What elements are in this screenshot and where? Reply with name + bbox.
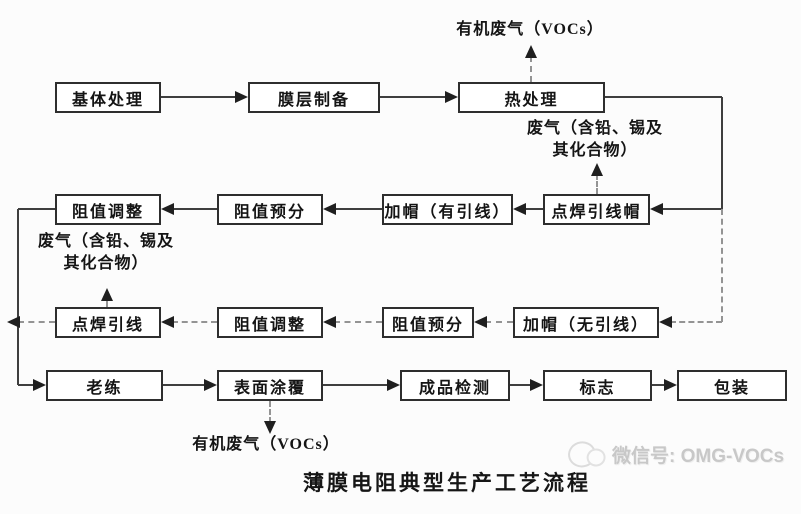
edge-film-to-heat-line: [380, 96, 447, 98]
node-capping-without-leads: 加帽（无引线）: [513, 307, 659, 338]
edge-spot-weld-cap-to-capping-line: [524, 208, 543, 210]
edge-heat-to-voc-top-line: [530, 56, 532, 82]
annotation-voc-exhaust-top: 有机废气（VOCs）: [456, 19, 603, 41]
edge-spot-weld-leads-merge-left-line: [18, 321, 55, 323]
edge-capping-to-presorting-leaded-arrowhead: [323, 203, 336, 215]
node-resistance-adjustment-leaded: 阻值调整: [55, 194, 161, 225]
node-marking: 标志: [543, 370, 652, 401]
edge-spot-weld-cap-to-waste-right-arrowhead: [591, 163, 603, 176]
annotation-waste-gas-right: 废气（含铅、锡及其化合物）: [527, 118, 663, 162]
edge-inspection-to-marking-line: [510, 384, 532, 386]
annotation-line: 其化合物）: [552, 142, 638, 159]
edge-heat-to-spot-weld-cap-line: [721, 97, 723, 209]
edge-inspection-to-marking-arrowhead: [530, 379, 543, 391]
edge-coating-to-inspection-arrowhead: [387, 379, 400, 391]
annotation-line: 其化合物）: [63, 255, 149, 272]
edge-presorting-to-adjustment-leaded-arrowhead: [161, 203, 174, 215]
edge-adjustment-to-spot-weld-leads-line: [172, 321, 217, 323]
node-packaging: 包装: [677, 370, 787, 401]
edge-heat-to-spot-weld-cap-arrowhead: [650, 203, 663, 215]
edge-capping-to-presorting-leadless-arrowhead: [474, 316, 487, 328]
annotation-line: 废气（含铅、锡及: [526, 120, 664, 137]
edge-aging-to-coating-arrowhead: [204, 379, 217, 391]
edge-coating-to-voc-bottom-arrowhead: [264, 421, 276, 434]
edge-spot-weld-cap-to-waste-right-line: [596, 174, 598, 194]
edge-heat-to-capping-without-leads-line: [670, 321, 722, 323]
edge-presorting-to-adjustment-leadless-arrowhead: [323, 316, 336, 328]
node-spot-weld-leads: 点焊引线: [55, 307, 161, 338]
edge-substrate-to-film-arrowhead: [235, 91, 248, 103]
edge-presorting-to-adjustment-leadless-line: [334, 321, 382, 323]
annotation-waste-gas-left: 废气（含铅、锡及其化合物）: [38, 231, 174, 275]
edge-heat-to-capping-without-leads-arrowhead: [659, 316, 672, 328]
edge-spot-weld-leads-merge-left-arrowhead: [7, 316, 20, 328]
edge-marking-to-packaging-line: [652, 384, 666, 386]
watermark-text: 微信号: OMG-VOCs: [612, 445, 785, 467]
wechat-icon: [564, 435, 607, 474]
edge-film-to-heat-arrowhead: [445, 91, 458, 103]
edge-capping-to-presorting-leadless-line: [485, 321, 513, 323]
watermark: 微信号: OMG-VOCs: [566, 437, 784, 471]
edge-aging-to-coating-line: [163, 384, 206, 386]
edge-coating-to-voc-bottom-line: [269, 401, 271, 423]
edge-spot-weld-leads-to-waste-left-line: [106, 299, 108, 307]
node-heat-treatment: 热处理: [458, 82, 605, 113]
node-film-deposition: 膜层制备: [248, 82, 380, 113]
edge-adjustment-to-aging-line: [18, 208, 55, 210]
node-substrate-treatment: 基体处理: [55, 82, 161, 113]
node-surface-coating: 表面涂覆: [217, 370, 323, 401]
edge-adjustment-to-aging-line: [18, 384, 35, 386]
diagram-title: 薄膜电阻典型生产工艺流程: [303, 471, 591, 495]
edge-substrate-to-film-line: [161, 96, 237, 98]
annotation-line: 有机废气（VOCs）: [192, 436, 340, 453]
edge-heat-to-capping-without-leads-line: [721, 209, 723, 322]
node-resistance-presorting-leaded: 阻值预分: [217, 194, 323, 225]
edge-presorting-to-adjustment-leaded-line: [172, 208, 217, 210]
edge-coating-to-inspection-line: [323, 384, 389, 386]
edge-adjustment-to-spot-weld-leads-arrowhead: [161, 316, 174, 328]
node-final-inspection: 成品检测: [400, 370, 510, 401]
edge-adjustment-to-aging-arrowhead: [33, 379, 46, 391]
annotation-line: 废气（含铅、锡及: [37, 233, 175, 250]
node-capping-with-leads: 加帽（有引线）: [382, 194, 513, 225]
edge-marking-to-packaging-arrowhead: [664, 379, 677, 391]
edge-heat-to-spot-weld-cap-line: [605, 96, 722, 98]
node-resistance-adjustment-leadless: 阻值调整: [217, 307, 323, 338]
edge-capping-to-presorting-leaded-line: [334, 208, 382, 210]
node-resistance-presorting-leadless: 阻值预分: [382, 307, 474, 338]
edge-heat-to-spot-weld-cap-line: [661, 208, 722, 210]
edge-adjustment-to-aging-line: [17, 209, 19, 385]
annotation-voc-exhaust-bottom: 有机废气（VOCs）: [192, 434, 339, 456]
node-aging: 老练: [46, 370, 163, 401]
node-spot-weld-lead-cap: 点焊引线帽: [543, 194, 650, 225]
edge-spot-weld-cap-to-capping-arrowhead: [513, 203, 526, 215]
edge-heat-to-voc-top-arrowhead: [525, 45, 537, 58]
annotation-line: 有机废气（VOCs）: [456, 21, 604, 38]
edge-spot-weld-leads-to-waste-left-arrowhead: [101, 288, 113, 301]
